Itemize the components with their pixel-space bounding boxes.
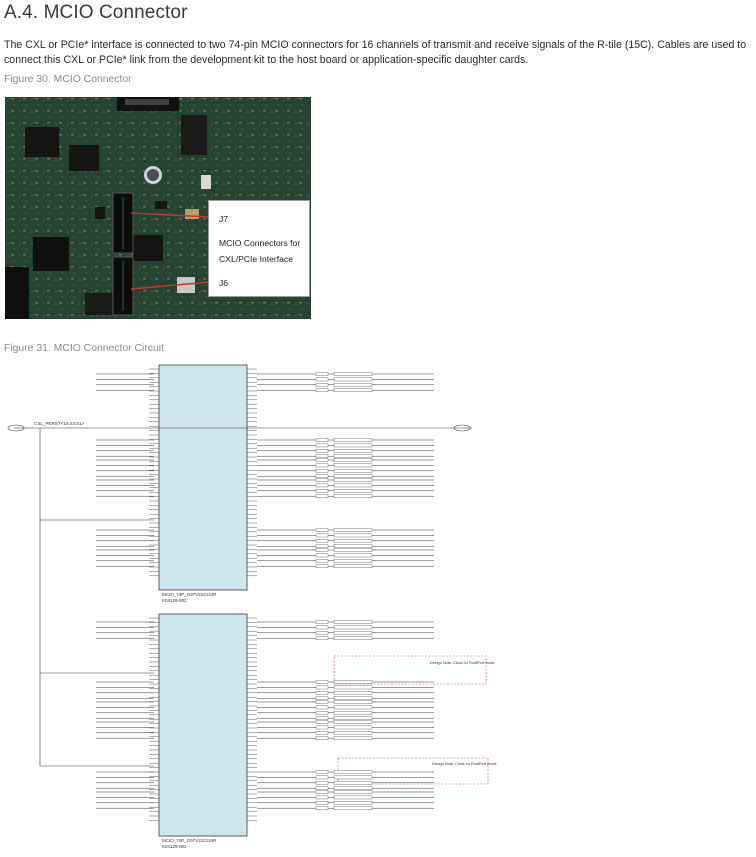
connector-callout: J7 MCIO Connectors for CXL/PCIe Interfac… xyxy=(208,200,310,297)
intro-paragraph: The CXL or PCIe* interface is connected … xyxy=(4,39,747,66)
figure-31-caption: Figure 31. MCIO Connector Circuit xyxy=(4,343,164,354)
figure-30-caption: Figure 30. MCIO Connector xyxy=(4,74,132,85)
j7-part-number-2: K04129-002 xyxy=(162,598,187,603)
design-note-box-2 xyxy=(337,757,489,785)
j6-connector-body xyxy=(158,613,248,837)
design-note-text-2: Design Note: Clock for RootPort mode xyxy=(432,762,497,766)
design-note-text-1: Design Note: Clock for RootPort mode xyxy=(430,661,495,665)
section-title: A.4. MCIO Connector xyxy=(4,2,188,23)
j6-part-number: MCIO_74P_G97V222124R xyxy=(162,838,217,843)
label-j6: J6 xyxy=(219,278,229,288)
label-desc-line-1: MCIO Connectors for xyxy=(219,238,301,248)
j7-connector-body xyxy=(158,364,248,591)
perst-net-label: CXL_PERST<15,43,51> xyxy=(34,421,84,426)
label-j7: J7 xyxy=(219,214,229,224)
j6-part-number-2: K04129-002 xyxy=(162,844,187,849)
design-note-box-1 xyxy=(333,655,487,685)
schematic-drawing: MCIO_74P_G97V222124R K04129-002 MCIO_74P… xyxy=(7,364,497,849)
mcio-circuit-schematic: MCIO_74P_G97V222124R K04129-002 MCIO_74P… xyxy=(4,360,752,852)
label-desc-line-2: CXL/PCIe Interface xyxy=(219,254,294,264)
j7-part-number: MCIO_74P_G97V222124R xyxy=(162,592,217,597)
